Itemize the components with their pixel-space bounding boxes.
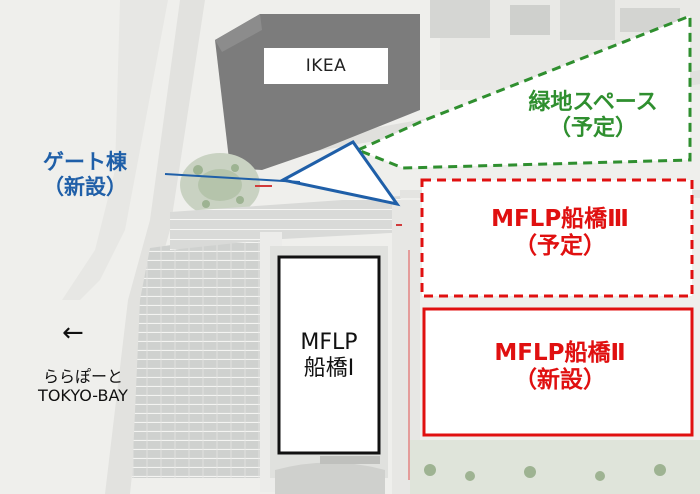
mflp2-label-line1: MFLP船橋Ⅱ bbox=[494, 340, 626, 366]
mflp1-label: MFLP 船橋Ⅰ bbox=[282, 330, 376, 382]
left-arrow-icon: ← bbox=[62, 318, 84, 348]
lalaport-label-line2: TOKYO-BAY bbox=[38, 385, 128, 405]
mflp3-label-line2: （予定） bbox=[514, 233, 606, 260]
mflp2-label-line2: （新設） bbox=[514, 367, 606, 394]
green-space-label-line1: 緑地スペース bbox=[528, 90, 658, 115]
green-space-label-line2: （予定） bbox=[548, 115, 637, 141]
green-space-label: 緑地スペース （予定） bbox=[498, 90, 688, 142]
gate-label-line2: （新設） bbox=[43, 174, 127, 199]
green-space-outline bbox=[354, 13, 692, 170]
mflp1-outline bbox=[277, 255, 381, 455]
gate-building-outline bbox=[278, 140, 401, 207]
lalaport-label-line1: ららぽーと bbox=[42, 367, 123, 386]
mflp2-outline bbox=[422, 307, 694, 437]
mflp1-label-line2: 船橋Ⅰ bbox=[303, 355, 355, 381]
mflp1-label-line1: MFLP bbox=[300, 330, 358, 355]
gate-label: ゲート棟 （新設） bbox=[10, 150, 160, 200]
gate-label-line1: ゲート棟 bbox=[43, 150, 127, 174]
gate-leader-line bbox=[164, 173, 301, 183]
mflp3-outline bbox=[420, 178, 694, 298]
mflp3-label-line1: MFLP船橋Ⅲ bbox=[491, 206, 629, 232]
mflp2-label: MFLP船橋Ⅱ （新設） bbox=[440, 340, 680, 394]
ikea-label: IKEA bbox=[264, 48, 388, 84]
lalaport-label: ららぽーと TOKYO-BAY bbox=[8, 367, 158, 406]
mflp3-label: MFLP船橋Ⅲ （予定） bbox=[440, 206, 680, 260]
